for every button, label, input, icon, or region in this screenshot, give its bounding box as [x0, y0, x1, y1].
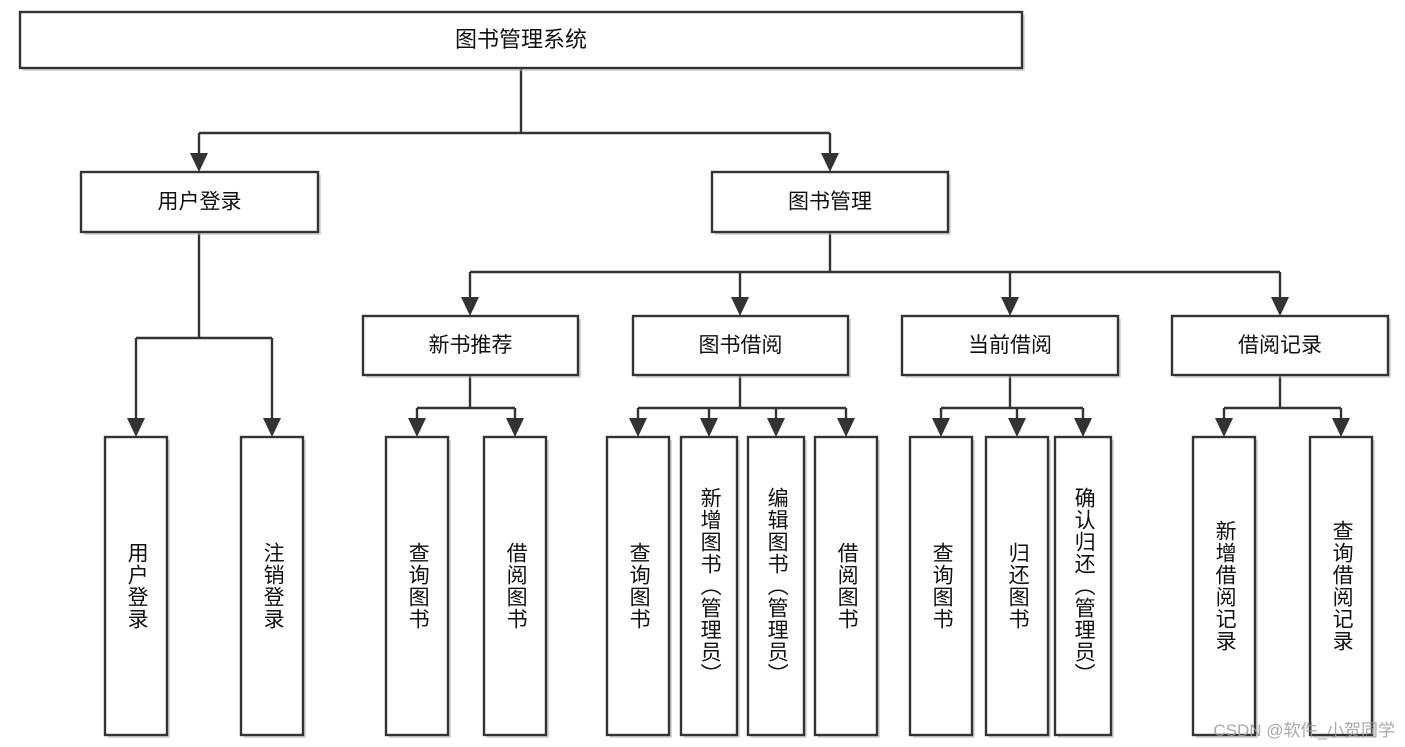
node-box-book-borrow[interactable]: [631, 314, 850, 377]
arrow-head-icon: [1001, 297, 1019, 316]
node-box-leaf-logout[interactable]: [239, 435, 305, 737]
node-box-leaf-confirm-return-admin[interactable]: [1053, 435, 1113, 737]
node-box-leaf-return-book[interactable]: [984, 435, 1050, 737]
node-box-leaf-query-book-current[interactable]: [908, 435, 974, 737]
node-label-borrow-records: 借阅记录: [1238, 334, 1322, 357]
node-box-leaf-user-login[interactable]: [103, 435, 169, 737]
node-box-leaf-query-book-borrow[interactable]: [605, 435, 671, 737]
node-box-root[interactable]: [18, 10, 1024, 70]
boxes-layer: [18, 10, 1391, 738]
arrow-head-icon: [263, 418, 281, 437]
arrow-head-icon: [506, 418, 524, 437]
node-box-leaf-query-book-recommend[interactable]: [384, 435, 450, 737]
arrow-head-icon: [932, 418, 950, 437]
node-box-borrow-records[interactable]: [1170, 314, 1390, 377]
arrow-head-icon: [190, 153, 208, 172]
node-label-book-management: 图书管理: [788, 191, 872, 214]
node-box-leaf-borrow-book-recommend[interactable]: [482, 435, 548, 737]
arrow-head-icon: [1008, 418, 1026, 437]
arrow-head-icon: [461, 297, 479, 316]
node-box-new-book-recommend[interactable]: [361, 314, 580, 377]
arrow-head-icon: [1332, 418, 1350, 437]
node-label-root: 图书管理系统: [455, 27, 587, 52]
csdn-watermark: CSDN @软件_小贺同学: [1213, 721, 1395, 740]
arrow-head-icon: [127, 418, 145, 437]
arrow-head-icon: [629, 418, 647, 437]
node-label-current-borrow: 当前借阅: [968, 334, 1052, 357]
node-box-leaf-add-borrow-record[interactable]: [1191, 435, 1257, 737]
arrow-head-icon: [731, 297, 749, 316]
node-label-book-borrow: 图书借阅: [699, 334, 783, 357]
node-box-leaf-query-borrow-record[interactable]: [1308, 435, 1374, 737]
node-box-book-management[interactable]: [710, 170, 950, 234]
node-label-user-login: 用户登录: [158, 191, 242, 214]
node-box-leaf-edit-book-admin[interactable]: [746, 435, 806, 737]
arrow-head-icon: [1271, 297, 1289, 316]
connectors-layer: [127, 68, 1350, 437]
arrow-head-icon: [1074, 418, 1092, 437]
arrow-head-icon: [1215, 418, 1233, 437]
node-box-leaf-borrow-book[interactable]: [813, 435, 879, 737]
arrow-head-icon: [700, 418, 718, 437]
arrow-head-icon: [408, 418, 426, 437]
node-box-current-borrow[interactable]: [900, 314, 1120, 377]
node-box-user-login[interactable]: [79, 170, 320, 234]
arrow-head-icon: [837, 418, 855, 437]
arrow-head-icon: [767, 418, 785, 437]
node-label-new-book-recommend: 新书推荐: [429, 334, 513, 357]
node-box-leaf-add-book-admin[interactable]: [679, 435, 739, 737]
arrow-head-icon: [821, 153, 839, 172]
